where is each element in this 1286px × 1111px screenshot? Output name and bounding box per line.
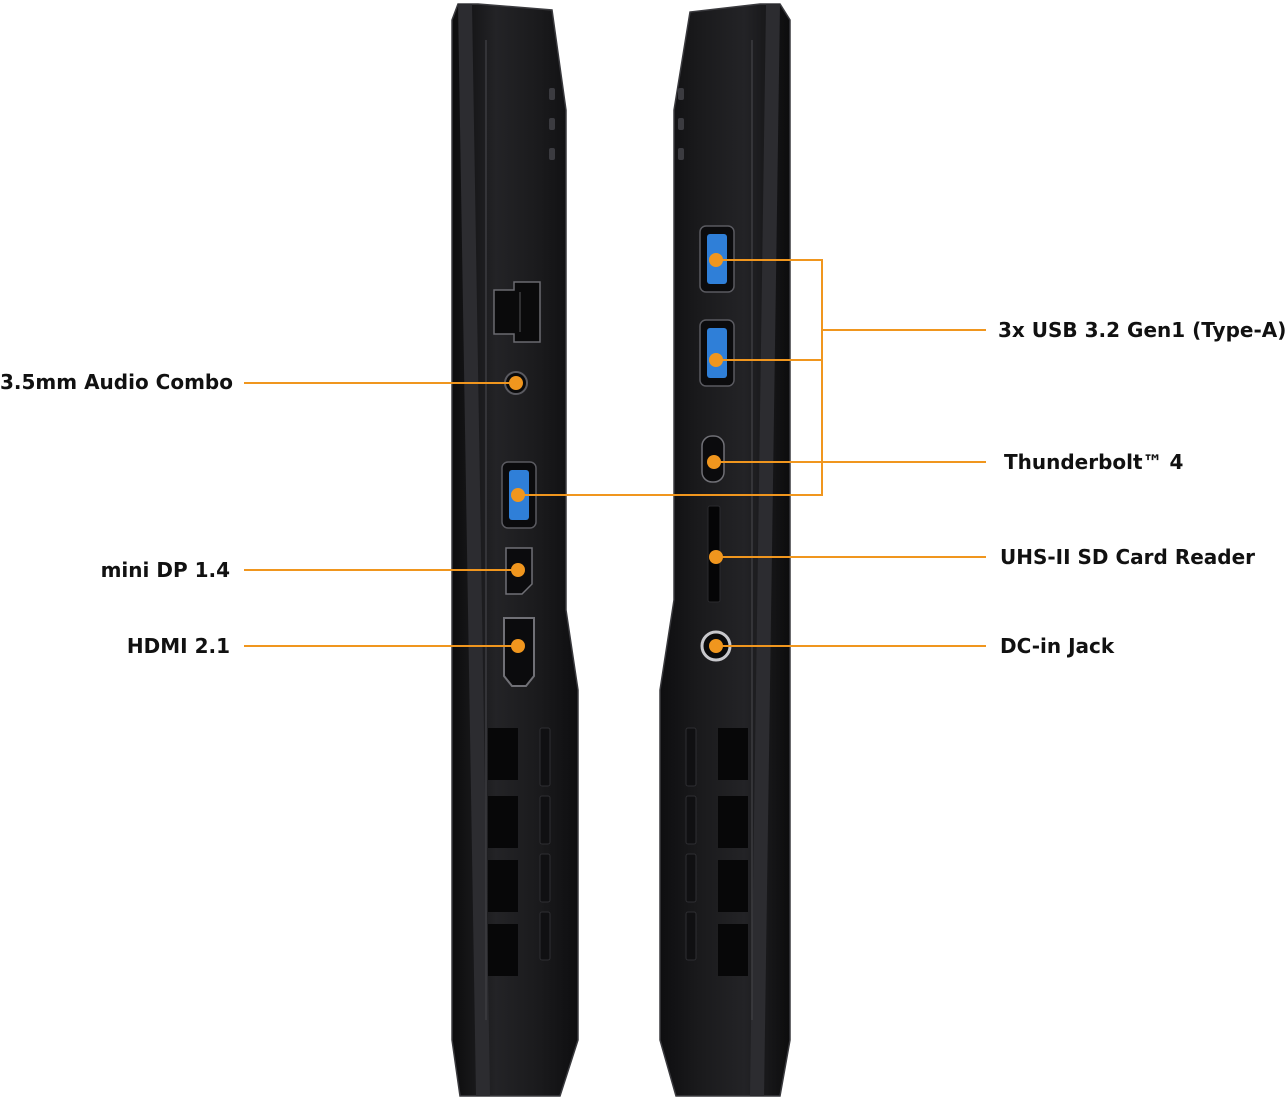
callout-dot-thunderbolt [707,455,721,469]
callout-line-usb-1 [518,259,823,496]
callout-dot-usb-right-1 [709,253,723,267]
left-hinge-notches [549,88,555,160]
callout-lines [244,259,986,647]
label-audio-combo: 3.5mm Audio Combo [0,370,233,394]
callout-dot-dc [709,639,723,653]
right-vents [685,727,748,976]
label-usb-type-a: 3x USB 3.2 Gen1 (Type-A) [998,318,1286,342]
label-hdmi: HDMI 2.1 [126,634,230,658]
callout-dot-sd [709,550,723,564]
callout-dot-usb-left [511,488,525,502]
label-dc-in-jack: DC-in Jack [1000,634,1115,658]
label-mini-dp: mini DP 1.4 [100,558,230,582]
callout-dots [509,253,723,653]
callout-dot-minidp [511,563,525,577]
right-chassis-lid-edge [750,4,780,1096]
callout-dot-hdmi [511,639,525,653]
callout-dot-audio [509,376,523,390]
right-side-view [659,3,791,1097]
left-vents [488,727,551,976]
right-usb-port-2 [699,319,735,387]
right-hinge-notches [678,88,684,160]
left-side-view [451,3,579,1097]
label-thunderbolt: Thunderbolt™ 4 [1004,450,1184,474]
left-chassis-lid-edge [458,4,490,1096]
callout-dot-usb-right-2 [709,353,723,367]
label-sd-card-reader: UHS-II SD Card Reader [1000,545,1256,569]
left-ethernet-port [493,281,541,343]
